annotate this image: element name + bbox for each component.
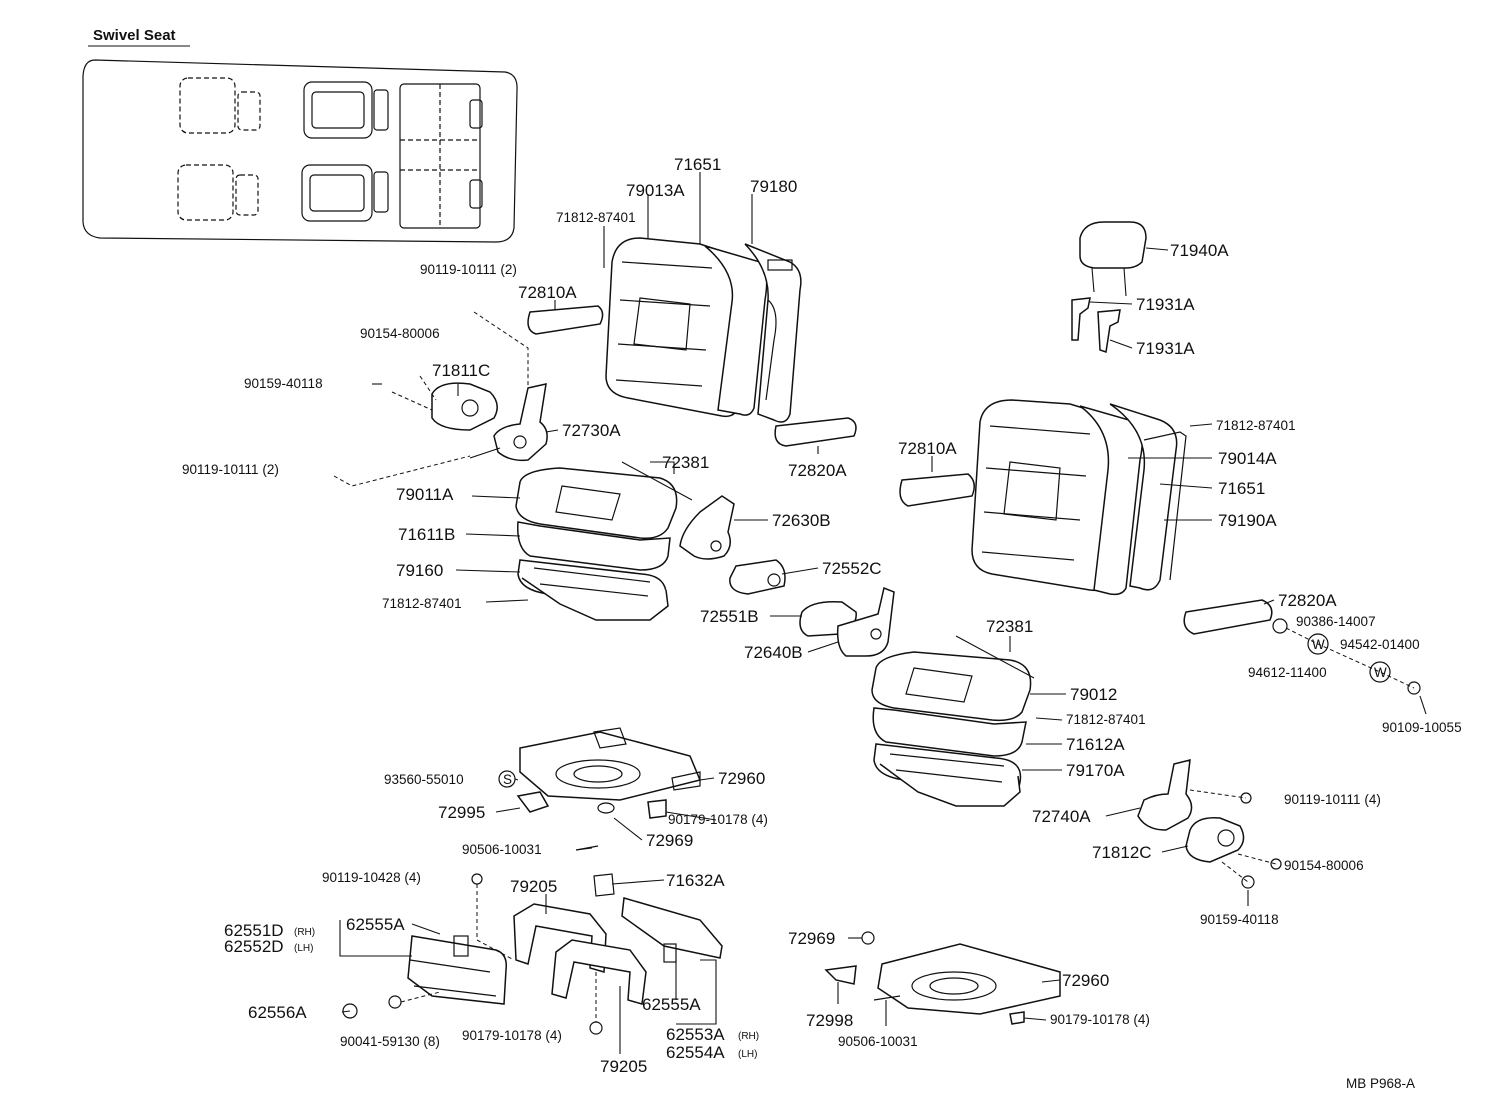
callout: 90154-80006	[360, 326, 440, 341]
washer-symbol: W	[1374, 665, 1387, 680]
callout: 90119-10111 (4)	[1284, 792, 1381, 807]
callout: 79190A	[1218, 511, 1277, 530]
callout: 90179-10178 (4)	[668, 812, 768, 827]
callout: (RH)	[294, 927, 315, 938]
callout: 79160	[396, 561, 443, 580]
callout: (LH)	[738, 1049, 757, 1060]
right-seat-hardware	[899, 473, 1421, 889]
callout: 62556A	[248, 1003, 307, 1022]
callout: (LH)	[294, 943, 313, 954]
callout: 71612A	[1066, 735, 1125, 754]
callout: (RH)	[738, 1031, 759, 1042]
callout: 90179-10178 (4)	[1050, 1012, 1150, 1027]
callout: 90506-10031	[838, 1034, 918, 1049]
right-seat-cushion	[871, 635, 1035, 807]
diagram-title: Swivel Seat	[93, 27, 176, 44]
callout: 71812-87401	[382, 596, 462, 611]
callout: 79011A	[396, 485, 454, 504]
callout: 62552D	[224, 937, 284, 956]
callout: 72820A	[1278, 591, 1337, 610]
callout: 72969	[646, 831, 693, 850]
washer-symbol: W	[1312, 637, 1325, 652]
left-swivel-base	[498, 727, 702, 851]
callout: 72810A	[518, 283, 577, 302]
callout: 72381	[662, 453, 709, 472]
callout: 79205	[510, 877, 557, 896]
callout: 71811C	[432, 361, 490, 380]
washer-symbols: W W S	[503, 637, 1387, 787]
drawing-code: MB P968-A	[1346, 1076, 1415, 1091]
callout: 71812-87401	[1216, 418, 1296, 433]
vehicle-seat-layout-icon	[82, 59, 518, 243]
callout: 62555A	[346, 915, 405, 934]
callout: 90506-10031	[462, 842, 542, 857]
left-seatback	[605, 237, 802, 423]
callout: 90159-40118	[244, 376, 323, 391]
callout: 72810A	[898, 439, 957, 458]
callout: 90041-59130 (8)	[340, 1034, 440, 1049]
callout: 71812-87401	[1066, 712, 1146, 727]
callout: 72995	[438, 803, 485, 822]
callout: 72960	[1062, 971, 1109, 990]
callout: 90109-10055	[1382, 720, 1462, 735]
callout: 90119-10111 (2)	[420, 262, 517, 277]
callout-labels: 71651 79013A 79180 71812-87401 90119-101…	[182, 155, 1462, 1076]
callout: 79012	[1070, 685, 1117, 704]
callout: 71632A	[666, 871, 725, 890]
callout: 72960	[718, 769, 765, 788]
leader-lines	[333, 172, 1427, 1054]
callout: 72740A	[1032, 807, 1091, 826]
callout: 90154-80006	[1284, 858, 1364, 873]
callout: 94542-01400	[1340, 637, 1420, 652]
callout: 62551D	[224, 921, 284, 940]
callout: 71812-87401	[556, 210, 636, 225]
callout: 79205	[600, 1057, 647, 1076]
callout: 72640B	[744, 643, 803, 662]
callout: 62555A	[642, 995, 701, 1014]
callout: 90119-10111 (2)	[182, 462, 279, 477]
callout: 71940A	[1170, 241, 1229, 260]
callout: 90159-40118	[1200, 912, 1279, 927]
spring-symbol: S	[503, 772, 512, 787]
headrest	[1071, 221, 1147, 353]
callout: 79180	[750, 177, 797, 196]
callout: 72551B	[700, 607, 759, 626]
callout: 79170A	[1066, 761, 1125, 780]
callout: 90119-10428 (4)	[322, 870, 421, 885]
callout: 79013A	[626, 181, 685, 200]
callout: 62553A	[666, 1025, 725, 1044]
callout: 71611B	[398, 525, 455, 544]
callout: 72730A	[562, 421, 621, 440]
callout: 72969	[788, 929, 835, 948]
left-seat-hardware	[431, 305, 895, 657]
callout: 72998	[806, 1011, 853, 1030]
callout: 71651	[1218, 479, 1265, 498]
right-swivel-base	[824, 931, 1061, 1025]
callout: 79014A	[1218, 449, 1277, 468]
right-seatback	[971, 399, 1187, 596]
callout: 90179-10178 (4)	[462, 1028, 562, 1043]
callout: 72381	[986, 617, 1033, 636]
callout: 93560-55010	[384, 772, 464, 787]
callout: 94612-11400	[1248, 665, 1327, 680]
left-seat-cushion	[515, 467, 678, 621]
callout: 72820A	[788, 461, 847, 480]
callout: 71651	[674, 155, 721, 174]
callout: 90386-14007	[1296, 614, 1376, 629]
callout: 72552C	[822, 559, 882, 578]
callout: 71931A	[1136, 339, 1195, 358]
callout: 71931A	[1136, 295, 1195, 314]
callout: 71812C	[1092, 843, 1152, 862]
callout: 72630B	[772, 511, 831, 530]
title-block: Swivel Seat	[88, 27, 190, 47]
callout: 62554A	[666, 1043, 725, 1062]
seat-rails	[342, 873, 723, 1035]
